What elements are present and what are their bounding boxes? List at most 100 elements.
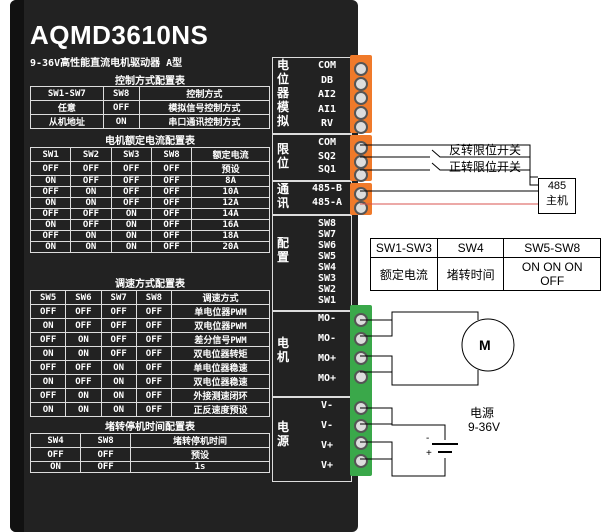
power-pin-label: V+	[320, 460, 334, 471]
switch-table-cell: ON ON ON OFF	[503, 257, 601, 291]
power-pin-label: V-	[320, 420, 334, 431]
comm-group-title: 通讯	[276, 182, 289, 210]
power-group-title: 电源	[276, 420, 289, 448]
power-plus-sign: +	[426, 448, 432, 459]
host-box: 485 主机	[538, 178, 576, 214]
config-group	[272, 214, 352, 312]
limit-group-title: 限位	[276, 142, 289, 170]
switch-table-cell: SW5-SW8	[503, 238, 601, 258]
stall-cell: ON	[29, 461, 82, 473]
power-minus-sign: -	[426, 433, 430, 444]
pot-pin-label: DB	[320, 74, 334, 86]
speed-cell: ON	[65, 402, 102, 417]
control-cell: 串口通讯控制方式	[138, 114, 271, 129]
product-subtitle: 9-36V高性能直流电机驱动器 A型	[30, 58, 183, 69]
speed-cell: ON	[100, 402, 137, 417]
terminal-screw	[354, 168, 368, 182]
switch-table-cell: 堵转时间	[436, 257, 505, 291]
pot-pin-label: COM	[317, 60, 337, 71]
switch-table-cell: SW1-SW3	[370, 238, 438, 258]
config-pin-label: SW5	[317, 251, 337, 262]
config-pin-label: SW2	[317, 284, 337, 295]
pot-group-title: 电位器模拟	[276, 58, 289, 128]
pot-pin-label: RV	[320, 118, 334, 129]
pot-pin-label: AI1	[317, 103, 337, 115]
reverse-limit-label: 反转限位开关	[448, 143, 521, 157]
comm-pin-label: 485-B	[311, 183, 343, 194]
config-pin-label: SW7	[317, 229, 337, 240]
terminal-screw	[354, 105, 368, 120]
current-cell: ON	[29, 241, 72, 253]
limit-pin-label: COM	[317, 137, 337, 148]
pot-pin-label: AI2	[317, 89, 337, 100]
switch-table-cell: 额定电流	[370, 257, 438, 291]
config-pin-label: SW8	[317, 218, 337, 229]
comm-pin-label: 485-A	[311, 196, 343, 208]
switch-table-cell: SW4	[436, 238, 505, 258]
config-pin-label: SW1	[317, 295, 337, 306]
config-pin-label: SW4	[317, 262, 337, 273]
terminal-screw	[354, 62, 368, 76]
stall-cell: 1s	[130, 461, 270, 473]
current-cell: ON	[110, 241, 152, 253]
panel-edge	[10, 0, 24, 532]
terminal-screw	[354, 436, 368, 450]
terminal-screw	[354, 76, 368, 91]
config-pin-label: SW3	[317, 273, 337, 284]
speed-table-heading: 调速方式配置表	[115, 279, 185, 290]
control-table-heading: 控制方式配置表	[115, 76, 185, 87]
stall-table-heading: 堵转停机时间配置表	[105, 422, 195, 433]
motor-pin-label: MO-	[317, 333, 337, 344]
host-label-485: 485	[547, 180, 567, 192]
current-cell: OFF	[150, 230, 193, 242]
terminal-screw	[354, 154, 368, 169]
motor-pin-label: MO+	[317, 373, 337, 384]
terminal-screw	[354, 120, 368, 134]
forward-limit-label: 正转限位开关	[448, 160, 521, 174]
terminal-screw	[354, 91, 368, 105]
motor-pin-label: MO+	[317, 353, 337, 364]
host-label: 主机	[546, 195, 568, 207]
current-table-heading: 电机额定电流配置表	[105, 136, 195, 147]
limit-pin-label: SQ2	[317, 150, 337, 162]
motor-symbol: M	[479, 337, 491, 353]
motor-pin-label: MO-	[317, 313, 337, 324]
power-pin-label: V+	[320, 440, 334, 451]
product-title: AQMD3610NS	[30, 20, 209, 50]
power-range-label: 9-36V	[468, 420, 501, 434]
terminal-screw	[354, 351, 368, 365]
speed-cell: 正反速度预设	[171, 402, 270, 417]
current-cell: OFF	[150, 241, 193, 253]
config-pin-label: SW6	[317, 240, 337, 251]
motor-group-title: 电机	[276, 336, 289, 364]
config-group-title: 配置	[276, 236, 289, 264]
terminal-screw	[354, 453, 368, 468]
current-cell: ON	[70, 241, 112, 253]
power-source-label: 电源	[470, 406, 495, 420]
power-pin-label: V-	[320, 400, 334, 411]
